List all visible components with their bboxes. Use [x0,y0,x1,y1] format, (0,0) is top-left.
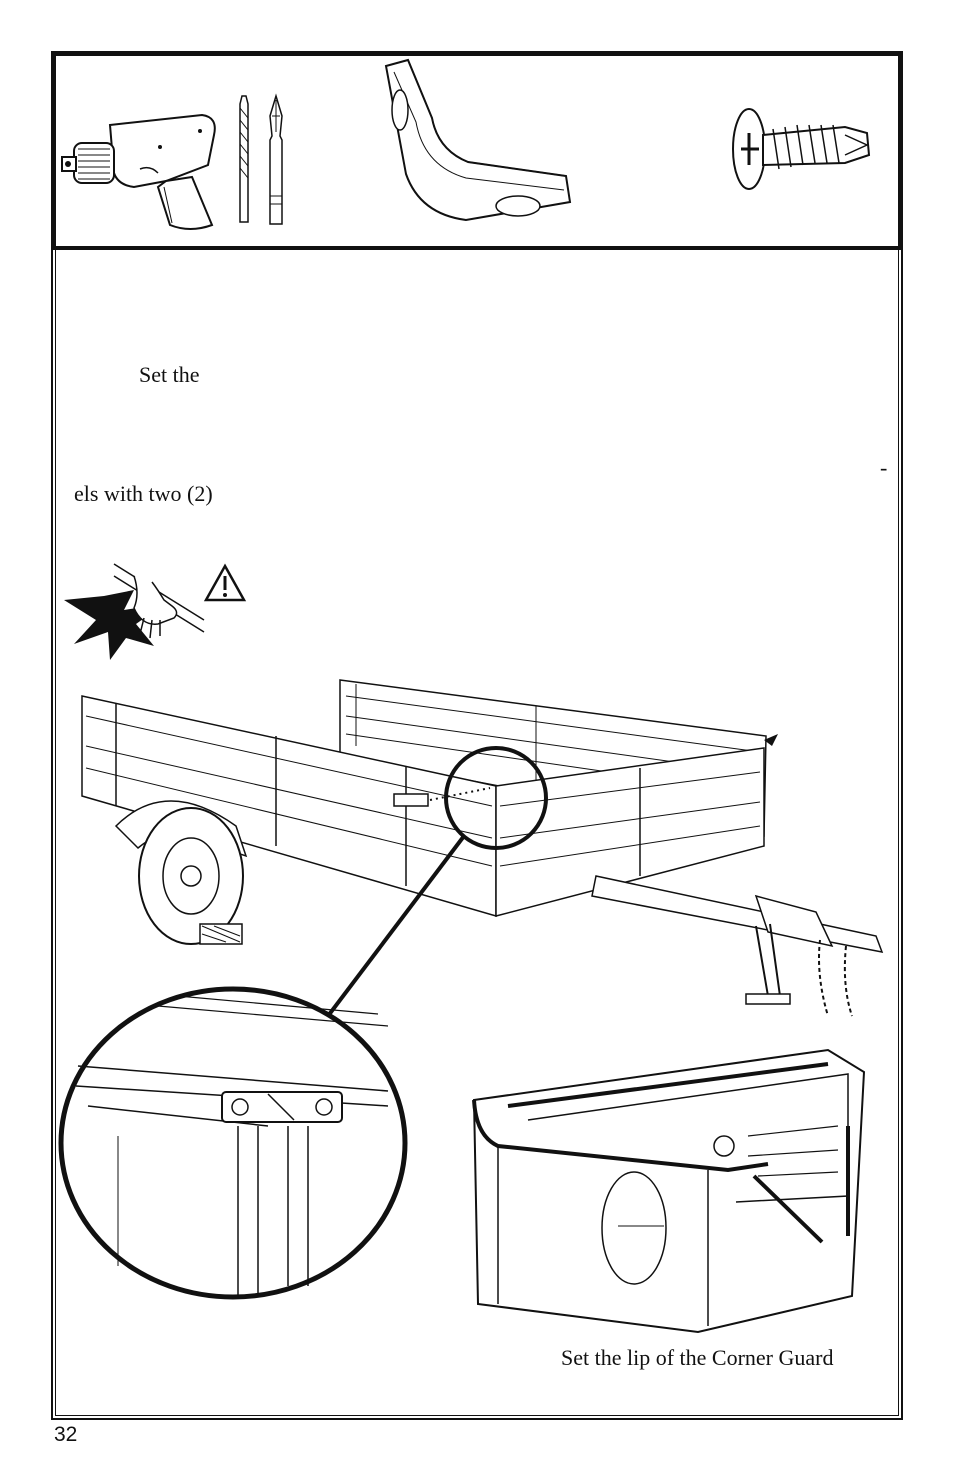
page-number: 32 [54,1423,78,1446]
warning-triangle-icon [204,564,246,602]
instruction-line-1: Set the [139,362,200,387]
figure-caption: Set the lip of the Corner Guard [561,1345,834,1370]
power-drill-icon [62,95,227,235]
phillips-bit-icon [264,96,288,226]
instruction-line-3: els with two (2) [74,481,213,506]
corner-guard-detail [468,1046,868,1336]
magnified-detail-circle [58,986,408,1300]
corner-guard-icon [380,58,575,223]
hand-pinch-hazard-icon [64,560,214,660]
drill-bit-icon [236,96,252,224]
trailer-illustration [56,676,896,1036]
self-drilling-screw-icon [727,105,875,195]
instruction-hyphen: - [880,455,888,480]
